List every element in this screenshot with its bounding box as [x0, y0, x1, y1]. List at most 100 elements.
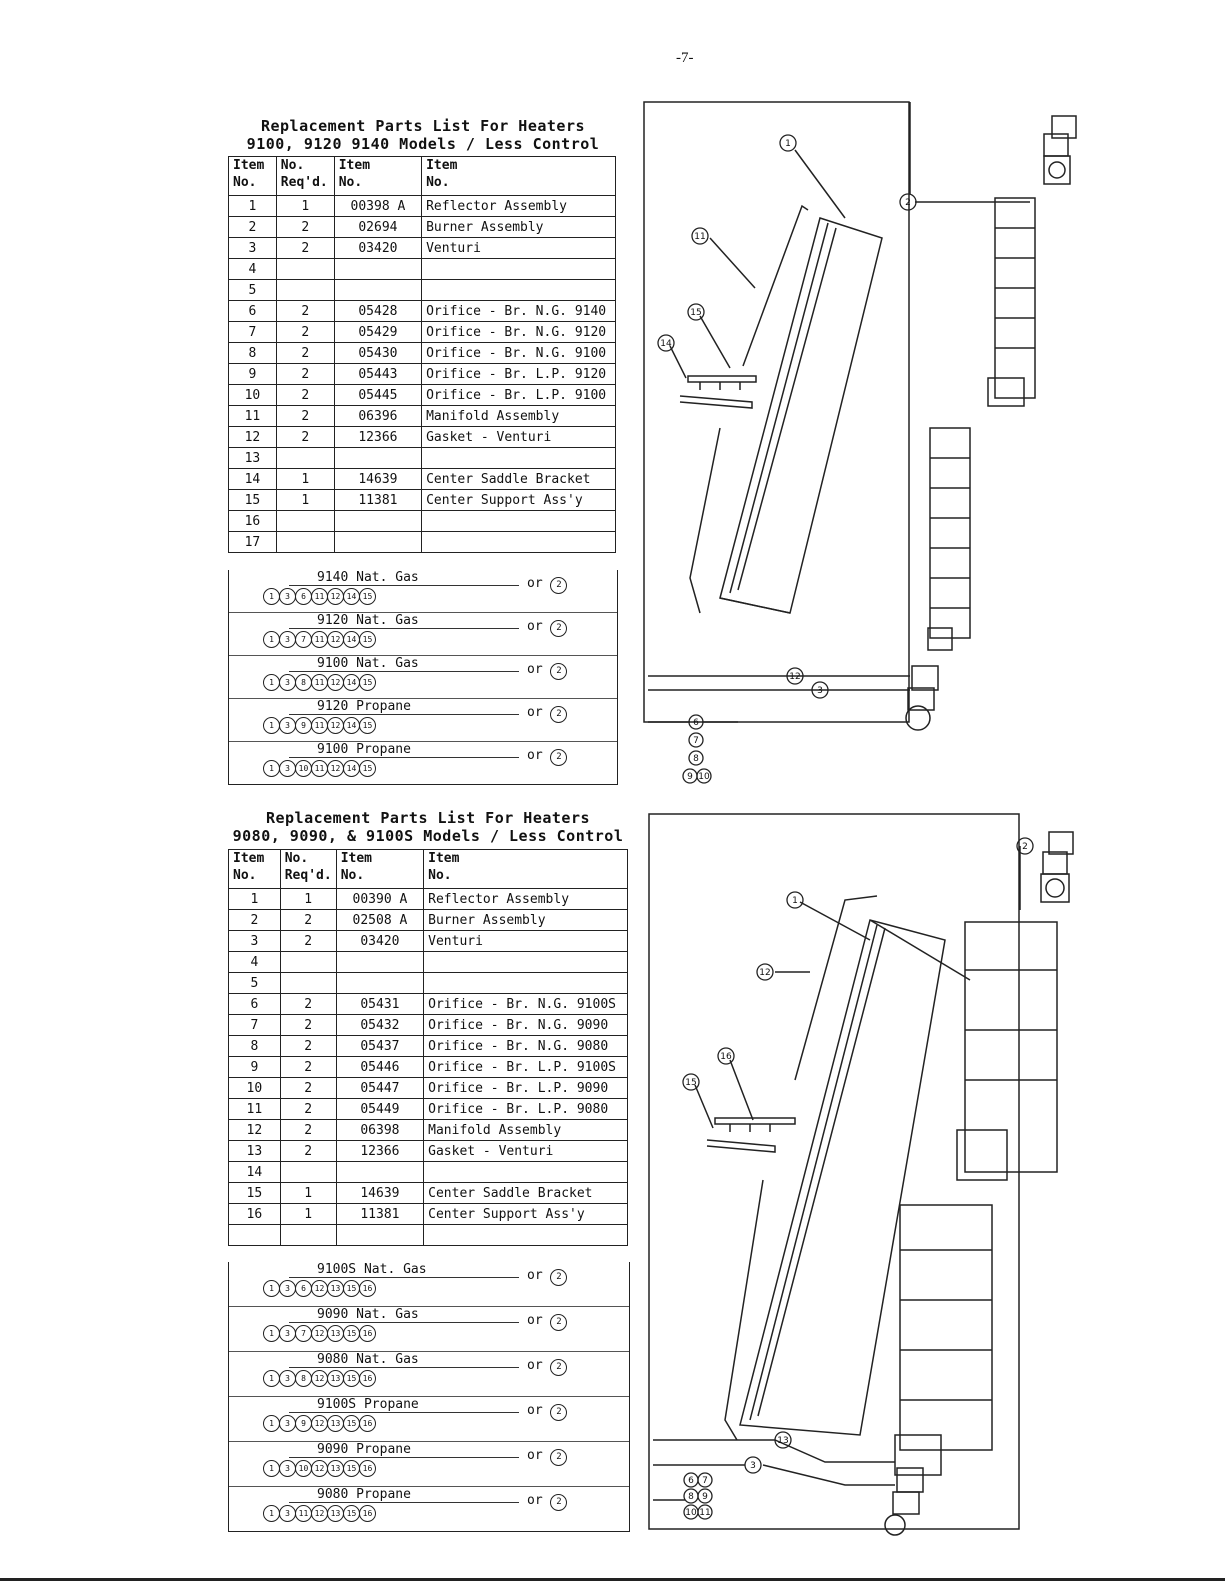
callout2-16: 16: [720, 1052, 732, 1062]
section2-header-cell: Item No.: [335, 849, 425, 889]
section1-title: Replacement Parts List For Heaters 9100,…: [228, 117, 618, 153]
qty-required-cell: 2: [275, 426, 335, 448]
part-number-cell: [333, 447, 423, 469]
description-cell: Orifice - Br. L.P. 9090: [423, 1077, 628, 1099]
item-number-cell: 2: [228, 909, 281, 931]
kit-alt-item-circle: 2: [550, 1404, 568, 1421]
description-cell: Venturi: [423, 930, 628, 952]
qty-required-cell: [279, 1224, 337, 1246]
table-row: 16: [228, 510, 616, 532]
kit-alt-item-circle: 2: [550, 1494, 568, 1511]
kit-or-label: or: [527, 1448, 551, 1463]
description-cell: Orifice - Br. N.G. 9080: [423, 1035, 628, 1057]
manifold-rod-upper-2: [794, 895, 878, 1081]
item-number-cell: 7: [228, 321, 277, 343]
kit-item-circle: 14: [343, 760, 360, 777]
kit-or-label: or: [527, 705, 551, 720]
kit-item-circle: 3: [279, 588, 296, 605]
kit-name: 9090 Nat. Gas: [317, 1307, 419, 1322]
kit-item-circle: 15: [343, 1325, 360, 1342]
qty-required-cell: 2: [275, 363, 335, 385]
callout2-1: 1: [792, 896, 798, 906]
description-cell: [423, 1224, 628, 1246]
item-number-cell: 16: [228, 1203, 281, 1225]
callout2-9: 9: [702, 1492, 708, 1502]
description-cell: Gasket - Venturi: [423, 1140, 628, 1162]
manifold-rod-upper: [742, 204, 809, 367]
kit-item-circle: 14: [343, 631, 360, 648]
kit-item-circle: 12: [327, 760, 344, 777]
qty-required-cell: 1: [279, 1182, 337, 1204]
callout2-7: 7: [702, 1476, 708, 1486]
description-cell: Burner Assembly: [423, 909, 628, 931]
item-number-cell: 3: [228, 930, 281, 952]
kit-item-circle: 11: [311, 631, 328, 648]
saddle-bracket-shape: [687, 375, 757, 390]
kit-alternative: or 2: [527, 576, 568, 594]
kit-item-circle: 12: [311, 1460, 328, 1477]
table-row: [228, 1224, 628, 1246]
section1-header-cell: No. Req'd.: [275, 156, 335, 196]
kit-or-label: or: [527, 662, 551, 677]
part-number-cell: [335, 972, 425, 994]
part-number-cell: [335, 1224, 425, 1246]
burner-lower-shape: [929, 427, 971, 639]
item-number-cell: 12: [228, 1119, 281, 1141]
kit-item-circle: 12: [327, 631, 344, 648]
kit-item-circle: 15: [343, 1415, 360, 1432]
kit-item-circle: 1: [263, 1460, 280, 1477]
description-cell: [423, 951, 628, 973]
description-cell: Center Saddle Bracket: [423, 1182, 628, 1204]
section1-table-header: Item No.No. Req'd.Item No.Item No.: [228, 156, 616, 196]
kit-item-circle: 6: [295, 588, 312, 605]
kit-item-circle: 16: [359, 1415, 376, 1432]
kit-or-label: or: [527, 1358, 551, 1373]
kit-item-circle: 14: [343, 588, 360, 605]
kit-item-circle: 15: [343, 1370, 360, 1387]
part-number-cell: [333, 279, 423, 301]
table-row: 17: [228, 531, 616, 553]
kit-item-circle: 1: [263, 717, 280, 734]
part-number-cell: 11381: [333, 489, 423, 511]
kit-alt-item-circle: 2: [550, 577, 568, 594]
kit-item-circle: 16: [359, 1325, 376, 1342]
kit-item-circle: 12: [311, 1325, 328, 1342]
callout-10: 10: [698, 772, 710, 782]
item-number-cell: 11: [228, 1098, 281, 1120]
kit-alt-item-circle: 2: [550, 749, 568, 766]
kit-name: 9120 Propane: [317, 699, 411, 714]
description-cell: [423, 1161, 628, 1183]
description-cell: [421, 258, 616, 280]
kit-item-circle: 13: [327, 1460, 344, 1477]
item-number-cell: 3: [228, 237, 277, 259]
item-number-cell: 9: [228, 363, 277, 385]
kit-item-circle: 16: [359, 1370, 376, 1387]
section1-header-cell: Item No.: [228, 156, 277, 196]
kit-item-circle: 7: [295, 1325, 312, 1342]
qty-required-cell: [275, 258, 335, 280]
kit-item-circle: 15: [359, 717, 376, 734]
item-number-cell: 6: [228, 300, 277, 322]
kit-item-circle: 11: [311, 760, 328, 777]
kit-alternative: or 2: [527, 662, 568, 680]
description-cell: [421, 447, 616, 469]
kit-or-label: or: [527, 1313, 551, 1328]
item-number-cell: 8: [228, 1035, 281, 1057]
part-number-cell: 14639: [335, 1182, 425, 1204]
item-number-cell: 13: [228, 447, 277, 469]
description-cell: Reflector Assembly: [421, 195, 616, 217]
part-number-cell: 03420: [333, 237, 423, 259]
section1-header-cell: Item No.: [421, 156, 616, 196]
qty-required-cell: 2: [275, 216, 335, 238]
qty-required-cell: 2: [279, 1056, 337, 1078]
